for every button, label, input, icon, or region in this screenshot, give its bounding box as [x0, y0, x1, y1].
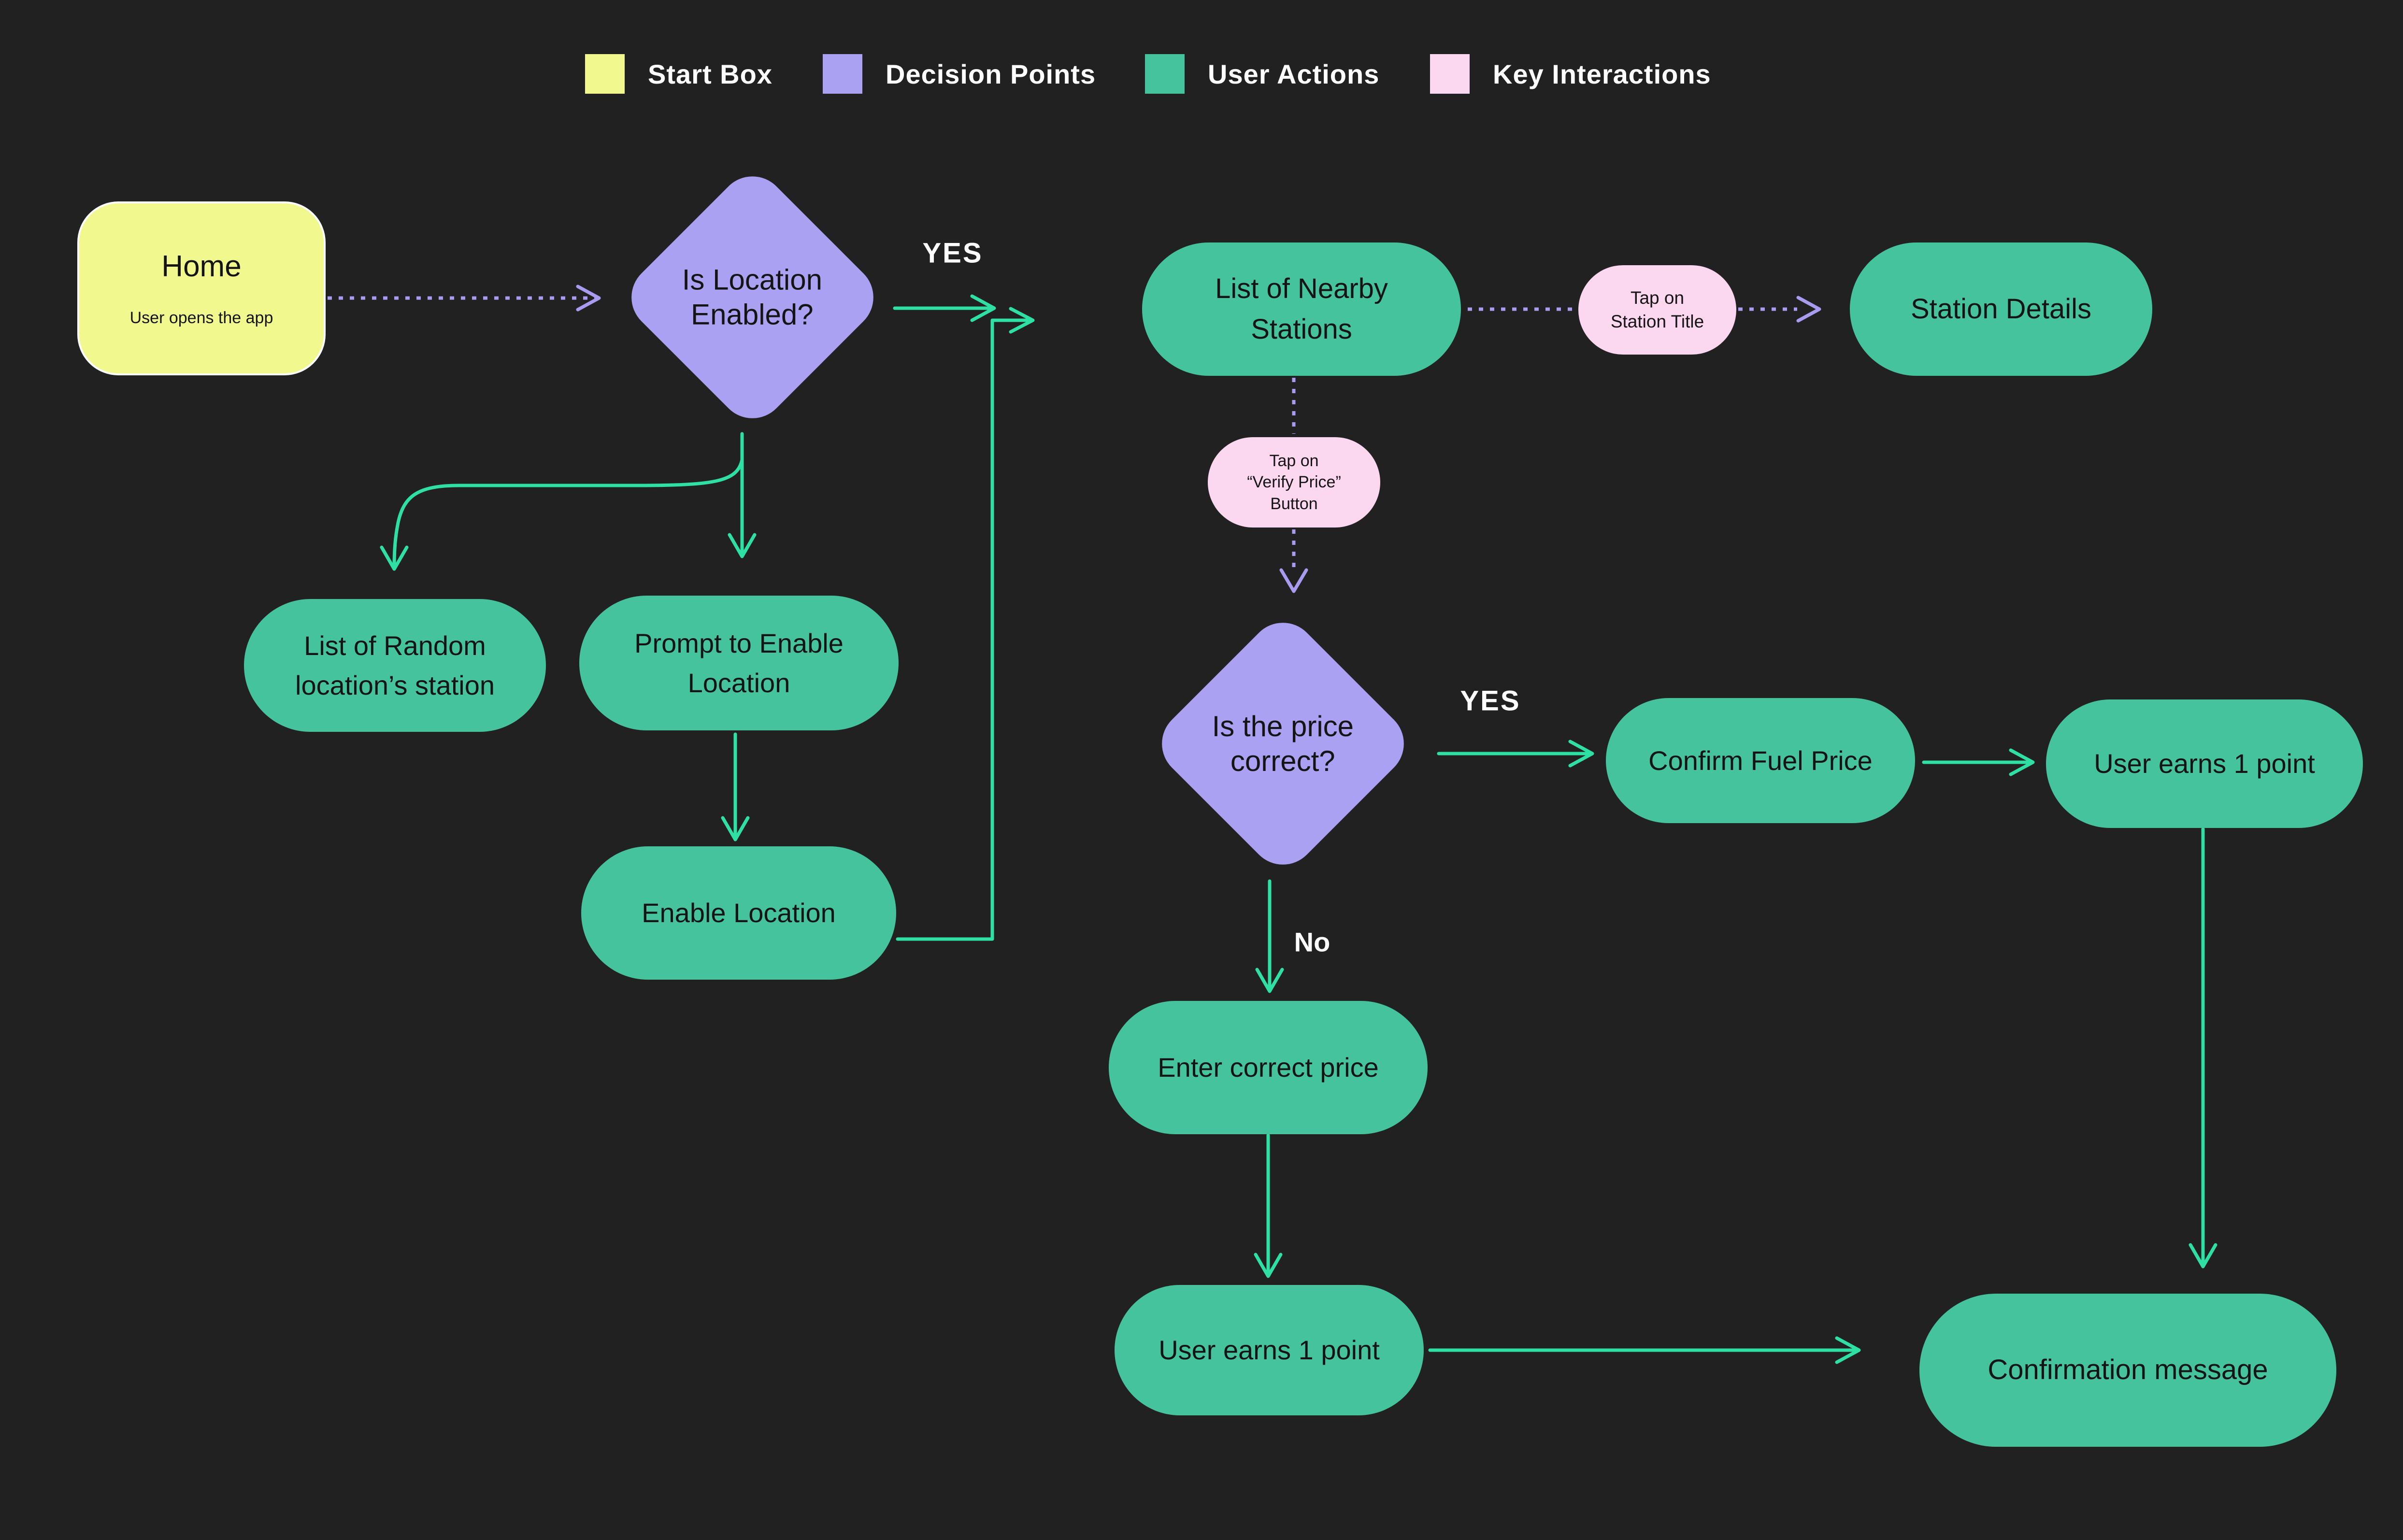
legend-item-decision-points: Decision Points: [823, 54, 1096, 94]
node-home-title: Home: [161, 250, 242, 283]
node-confirm-fuel-price: Confirm Fuel Price: [1606, 698, 1915, 823]
legend-label: Start Box: [648, 58, 772, 89]
legend-label: Decision Points: [886, 58, 1096, 89]
decision-points-swatch-icon: [823, 54, 862, 94]
edge-price-correct-no: [1255, 879, 1284, 993]
node-is-price-correct-label: Is the price correct?: [1212, 710, 1354, 777]
legend-item-key-interactions: Key Interactions: [1430, 54, 1711, 94]
key-interactions-swatch-icon: [1430, 54, 1470, 94]
legend-item-user-actions: User Actions: [1145, 54, 1379, 94]
legend-label: Key Interactions: [1493, 58, 1711, 89]
edge-label-no-price: No: [1294, 927, 1330, 957]
edge-price-correct-yes: [1437, 740, 1594, 768]
node-tap-on-verify-price-button: Tap on “Verify Price” Button: [1208, 437, 1380, 528]
edge-enable-location-return: [896, 319, 994, 941]
edge-tap-station-to-details-arrowhead: [1796, 296, 1821, 323]
edge-branch-to-random-list: [380, 458, 744, 571]
node-prompt-enable-location: Prompt to Enable Location: [579, 596, 899, 730]
user-actions-swatch-icon: [1145, 54, 1185, 94]
node-enable-location: Enable Location: [581, 846, 896, 980]
node-station-details: Station Details: [1850, 242, 2152, 376]
edge-earnsright-to-confirmation: [2188, 827, 2217, 1269]
legend-item-start-box: Start Box: [585, 54, 772, 94]
edge-confirm-to-earns: [1922, 748, 2035, 776]
edge-earns-to-confirmation: [1428, 1336, 1861, 1364]
node-home: Home User opens the app: [77, 201, 326, 375]
node-user-earns-point-no: User earns 1 point: [1115, 1285, 1424, 1415]
edge-label-yes-location: YES: [922, 237, 983, 269]
edge-home-to-location-enabled-arrowhead: [576, 285, 601, 312]
start-box-swatch-icon: [585, 54, 625, 94]
node-list-nearby-stations: List of Nearby Stations: [1142, 242, 1461, 376]
legend-label: User Actions: [1208, 58, 1380, 89]
edge-location-enabled-yes: [893, 294, 996, 322]
edge-tap-verify-to-price-correct-arrowhead: [1279, 568, 1308, 593]
edge-label-yes-price: YES: [1460, 685, 1521, 717]
node-list-random-stations: List of Random location’s station: [244, 599, 546, 732]
node-tap-on-station-title: Tap on Station Title: [1578, 265, 1736, 355]
node-is-location-enabled-label: Is Location Enabled?: [682, 263, 823, 331]
edge-location-enabled-down: [728, 432, 757, 558]
node-enter-correct-price: Enter correct price: [1109, 1001, 1428, 1134]
edge-junction-to-nearby: [990, 307, 1035, 334]
node-home-subtitle: User opens the app: [129, 309, 273, 327]
edge-prompt-to-enable: [721, 732, 750, 841]
node-user-earns-point-yes: User earns 1 point: [2046, 699, 2363, 828]
edge-enter-to-earns: [1254, 1133, 1283, 1278]
node-confirmation-message: Confirmation message: [1919, 1294, 2336, 1447]
